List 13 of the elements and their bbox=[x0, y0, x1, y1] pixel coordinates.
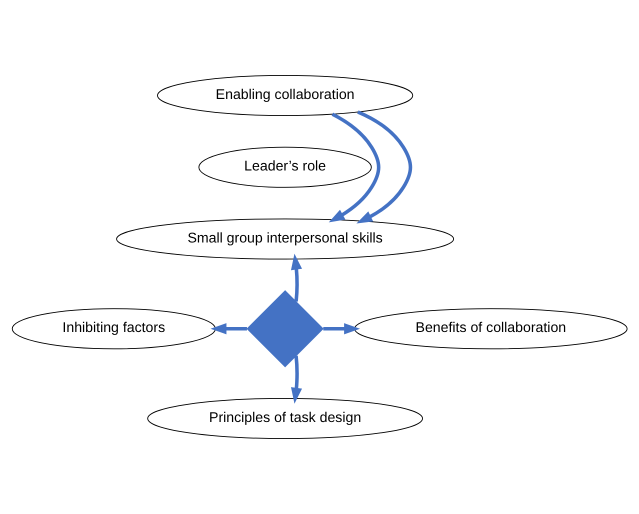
arrow bbox=[290, 356, 302, 404]
node-ellipse: Small group interpersonal skills bbox=[116, 218, 454, 260]
arrow bbox=[323, 323, 360, 334]
node-ellipse: Principles of task design bbox=[147, 398, 423, 440]
node-ellipse: Benefits of collaboration bbox=[354, 308, 628, 350]
arrow bbox=[290, 254, 302, 302]
arrow bbox=[356, 110, 412, 224]
arrow bbox=[210, 323, 247, 334]
node-ellipse: Leader’s role bbox=[198, 146, 372, 188]
node-ellipse: Enabling collaboration bbox=[157, 74, 414, 116]
node-ellipse: Inhibiting factors bbox=[12, 308, 216, 350]
arrow bbox=[328, 112, 380, 222]
node-arrow bbox=[246, 290, 324, 368]
